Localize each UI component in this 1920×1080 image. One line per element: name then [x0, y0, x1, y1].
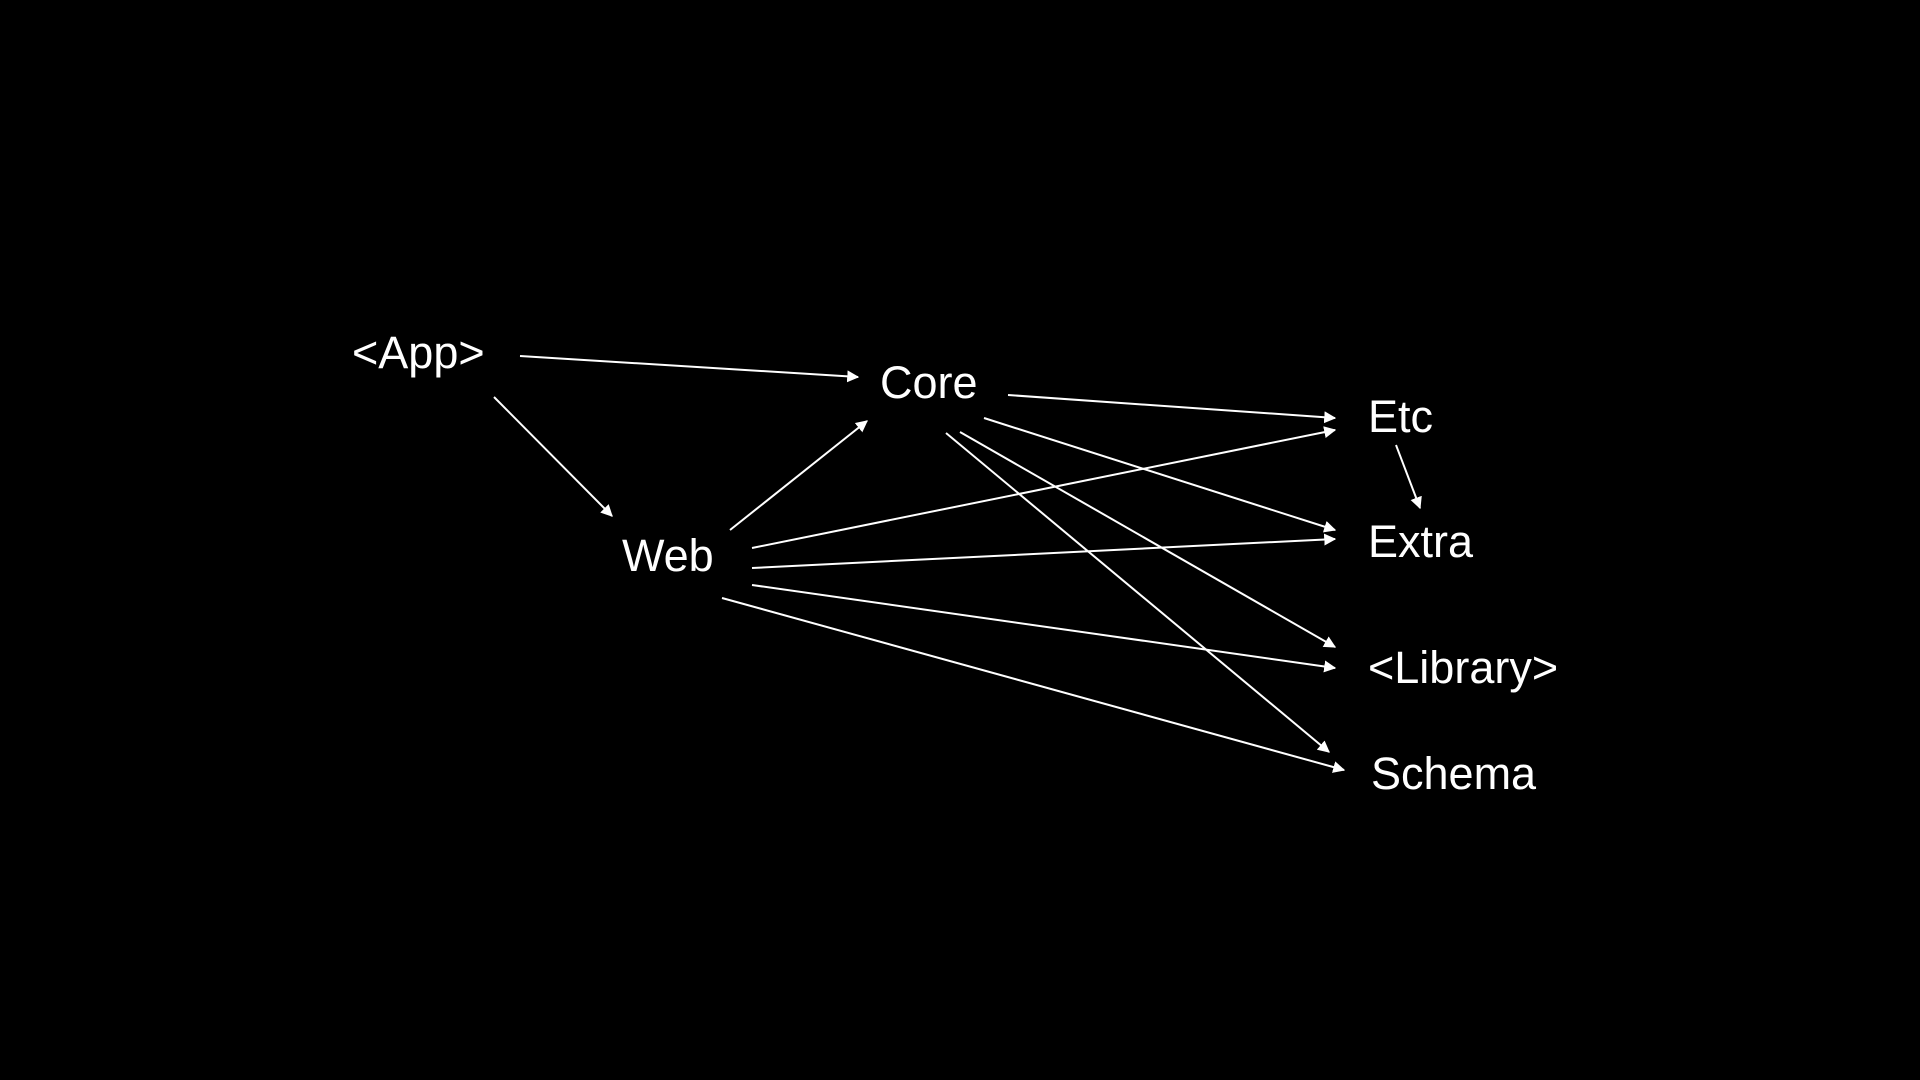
node-library: <Library>: [1368, 642, 1559, 693]
edge-etc-extra: [1395, 444, 1422, 510]
edge-web-etc: [751, 426, 1337, 549]
edge-app-web: [493, 396, 613, 517]
edge-web-extra: [751, 533, 1337, 569]
node-app: <App>: [352, 327, 485, 378]
edge-core-schema: [945, 432, 1330, 753]
node-core: Core: [880, 357, 978, 408]
edge-app-core: [519, 355, 860, 383]
node-schema: Schema: [1371, 748, 1537, 799]
edge-web-core: [729, 420, 868, 531]
edge-web-schema: [721, 597, 1346, 773]
node-web: Web: [622, 530, 714, 581]
edge-core-library: [959, 431, 1337, 648]
node-extra: Extra: [1368, 516, 1474, 567]
edge-web-library: [751, 584, 1337, 673]
node-etc: Etc: [1368, 391, 1434, 442]
edge-core-etc: [1007, 394, 1337, 424]
edge-core-extra: [983, 417, 1337, 533]
